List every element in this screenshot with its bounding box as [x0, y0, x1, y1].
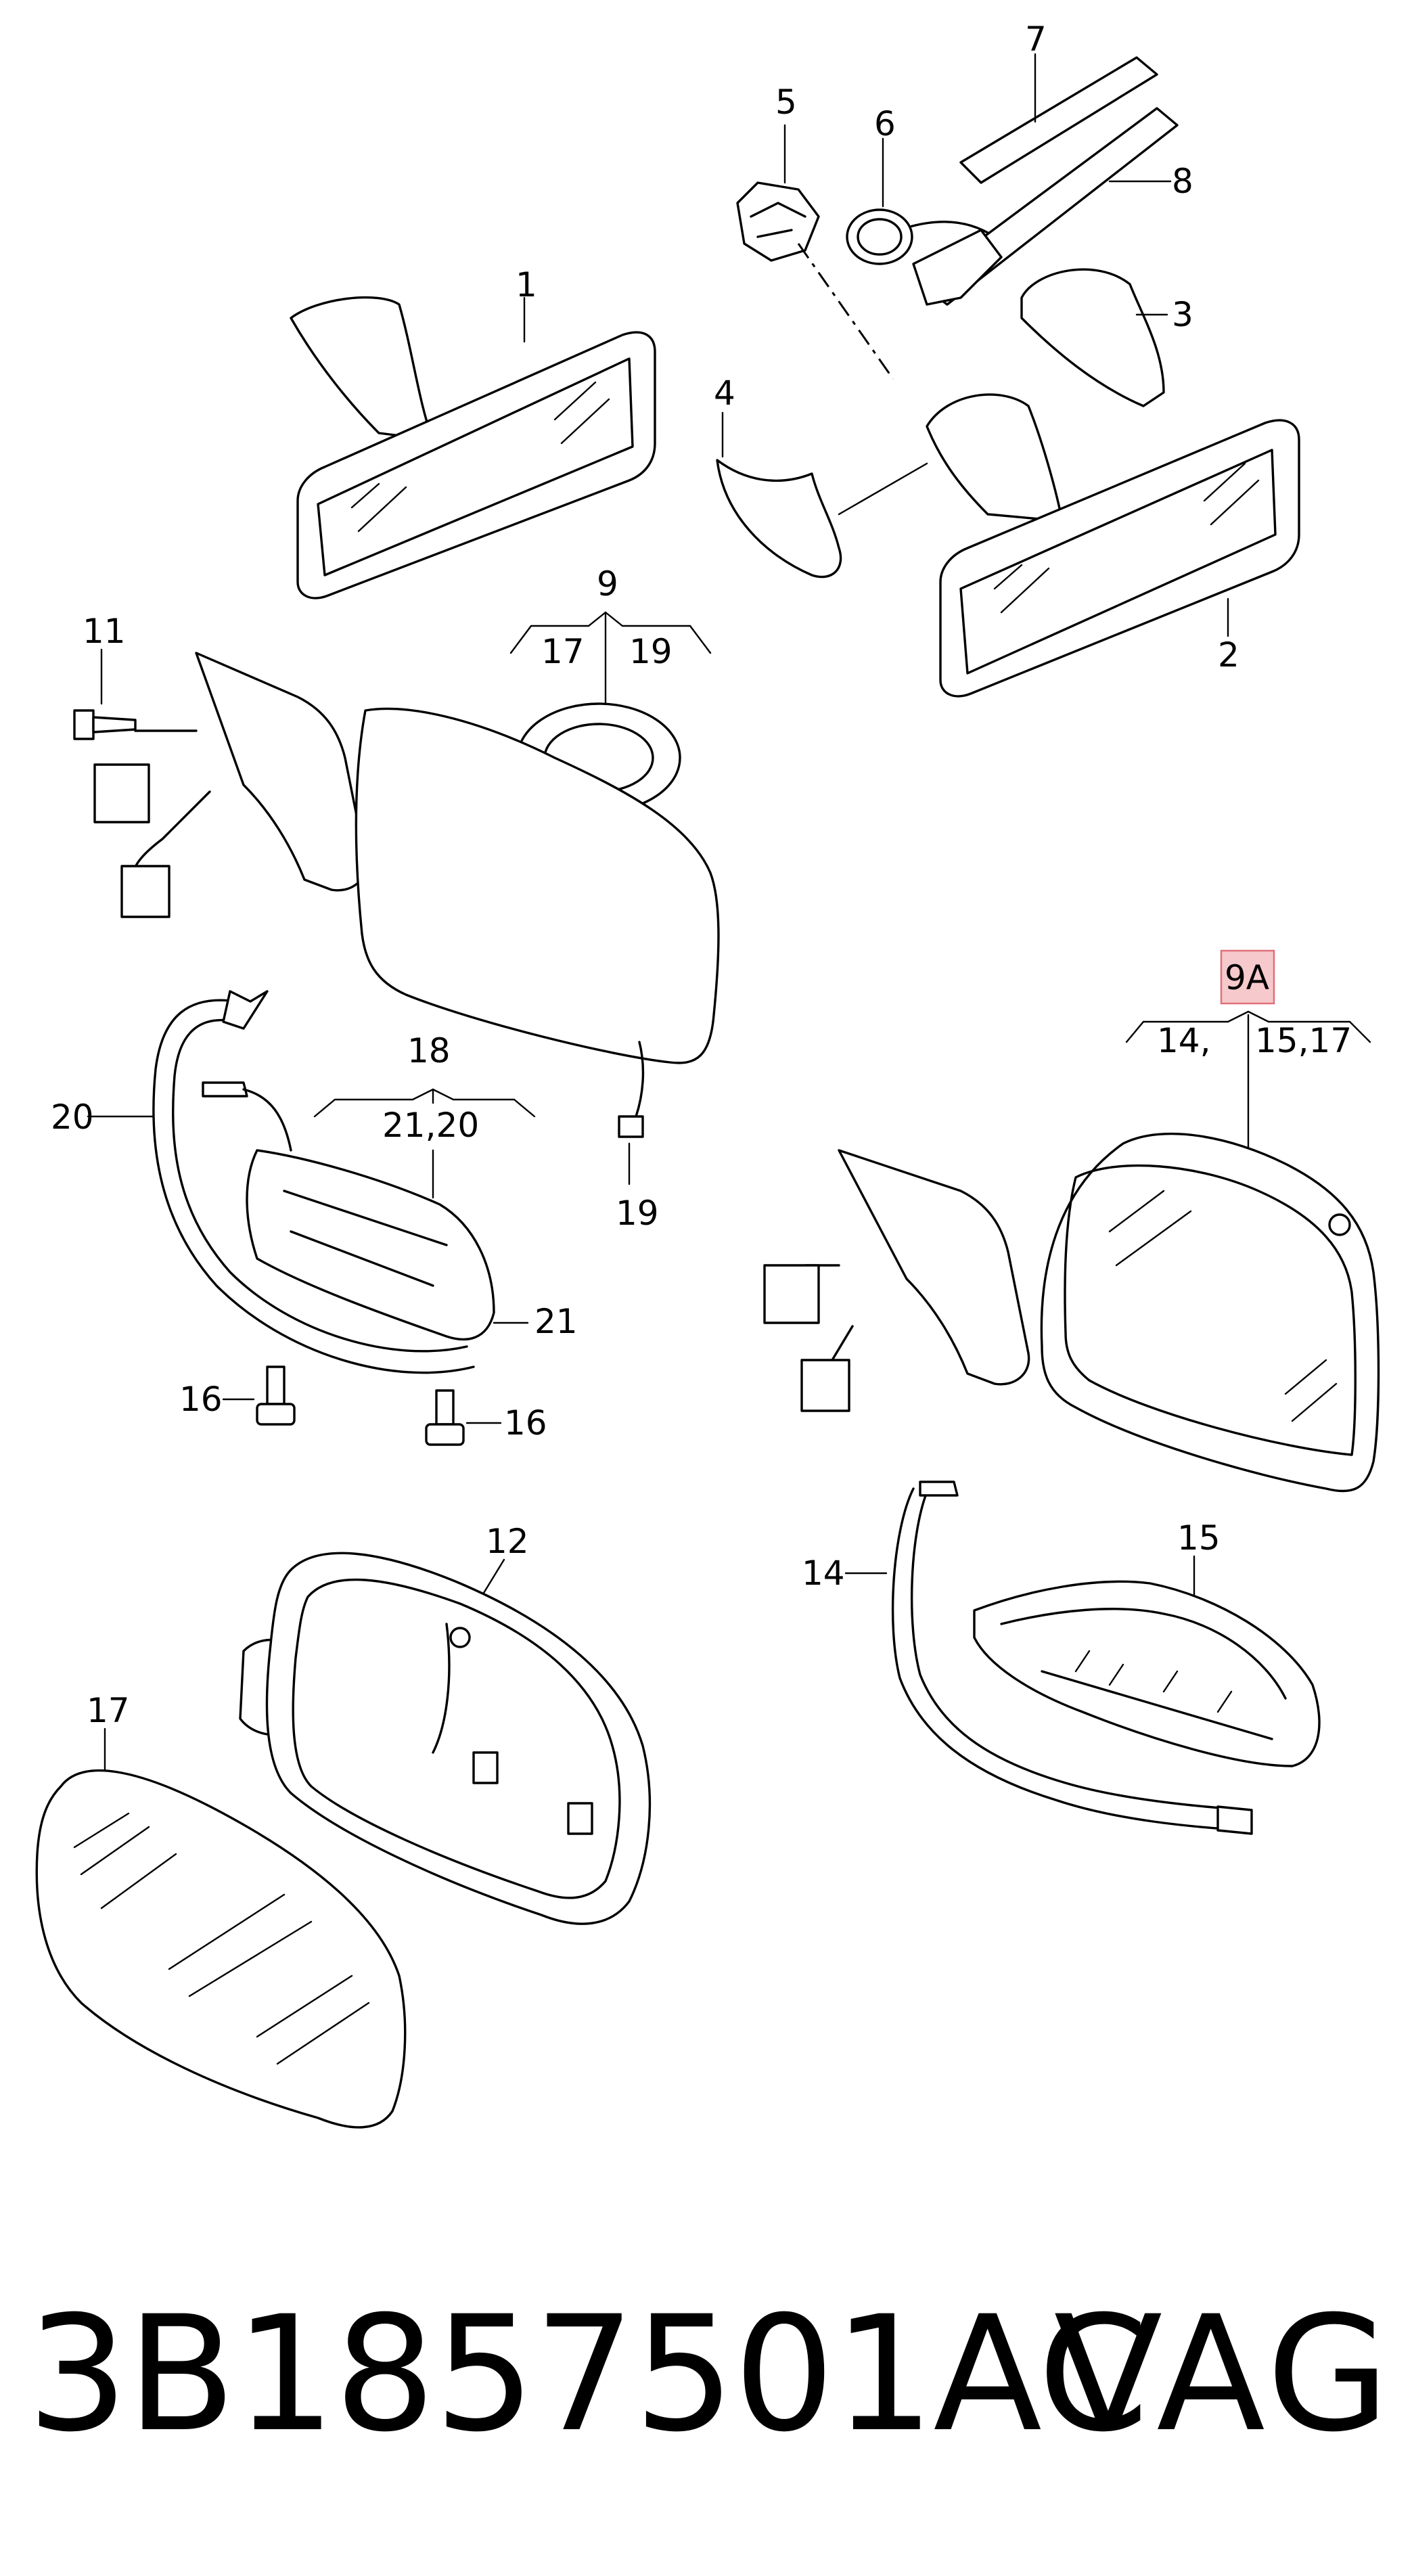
callout-12: 12 [486, 1522, 529, 1561]
callout-9a: 9A [1225, 958, 1269, 997]
part-9a-exterior-mirror [838, 1132, 1380, 1493]
part-6-sensor [846, 208, 996, 265]
callout-21: 21 [534, 1302, 578, 1341]
callout-11: 11 [83, 612, 126, 651]
callout-17: 17 [87, 1691, 130, 1730]
callout-18-sub: 21,20 [382, 1106, 479, 1145]
connector-plug-1 [93, 763, 150, 823]
callout-6: 6 [874, 104, 896, 143]
callout-16b: 16 [504, 1403, 547, 1443]
callout-4: 4 [714, 374, 735, 413]
callout-9-sub-19: 19 [629, 632, 673, 671]
callout-9a-sub-14: 14, [1157, 1021, 1211, 1060]
part-20-seal-strip [152, 990, 475, 1374]
part-12-mirror-housing [239, 1552, 652, 1925]
part-9-exterior-mirror [195, 652, 720, 1064]
part-8-cover-strip [912, 107, 1179, 306]
part-number-label: 3B1857501AC [27, 2282, 1149, 2467]
footer: 3B1857501AC VAG [27, 2274, 1394, 2477]
callout-9: 9 [597, 564, 618, 604]
part-17-mirror-glass [35, 1769, 407, 2129]
part-4-bracket [716, 459, 842, 579]
part-2-interior-mirror [926, 393, 1300, 698]
connector-plug-4 [800, 1359, 850, 1412]
callout-9-sub-17: 17 [541, 632, 585, 671]
part-16-screw-a [256, 1365, 296, 1426]
callout-14: 14 [802, 1554, 845, 1593]
callout-18: 18 [407, 1031, 451, 1070]
part-1-interior-mirror [290, 296, 656, 600]
callout-7: 7 [1025, 20, 1047, 59]
part-21-cover [202, 1081, 495, 1341]
connector-plug-2 [120, 865, 170, 918]
callout-9a-highlight [1220, 949, 1275, 1005]
callout-15: 15 [1177, 1518, 1221, 1558]
callout-3: 3 [1172, 295, 1193, 334]
part-16-screw-b [425, 1389, 465, 1446]
callout-16a: 16 [179, 1380, 223, 1419]
callout-9a-sub-15-17: 15,17 [1255, 1021, 1352, 1060]
part-3-trim [1020, 268, 1165, 407]
callout-19: 19 [616, 1194, 659, 1233]
connector-plug-3 [763, 1264, 820, 1324]
callout-5: 5 [775, 83, 797, 122]
part-7-strip [959, 56, 1158, 184]
brand-label: VAG [1053, 2282, 1394, 2467]
callout-20: 20 [51, 1098, 94, 1137]
callout-2: 2 [1218, 635, 1239, 675]
part-14-seal-strip [891, 1481, 1253, 1835]
part-15-cover [973, 1580, 1321, 1767]
callout-8: 8 [1172, 162, 1193, 201]
part-5-clip [736, 181, 820, 262]
wire-plug-19 [618, 1115, 644, 1138]
callout-1: 1 [516, 265, 537, 304]
part-11-screw [73, 709, 137, 740]
